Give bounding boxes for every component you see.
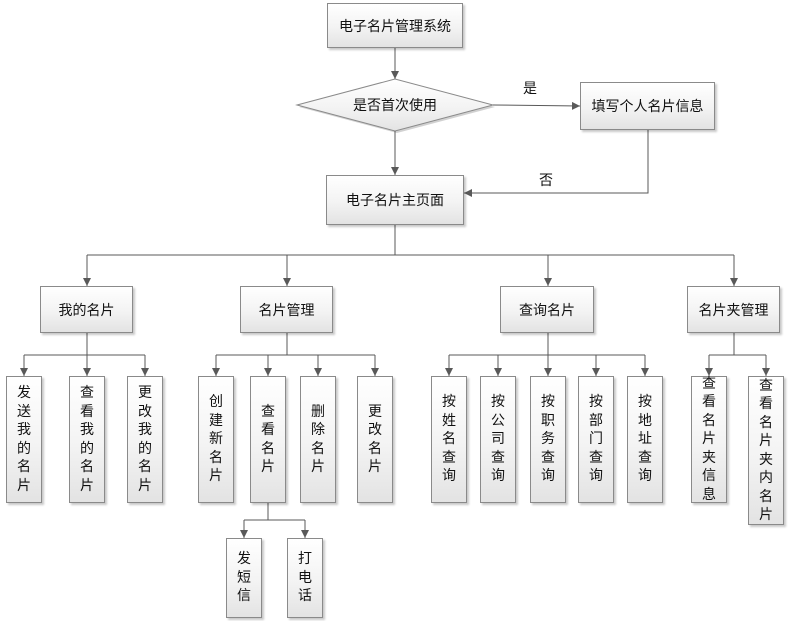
node-label: 名片管理 bbox=[258, 302, 315, 319]
create-card-node: 创建新名片 bbox=[198, 376, 234, 503]
node-label: 按地址查询 bbox=[638, 394, 652, 485]
node-label: 按姓名查询 bbox=[442, 394, 456, 485]
node-label: 打电话 bbox=[298, 551, 312, 605]
node-label: 发送我的名片 bbox=[17, 385, 31, 494]
send-sms-node: 发短信 bbox=[226, 538, 262, 618]
card-query-module: 查询名片 bbox=[500, 286, 594, 333]
yes-branch-label: 是 bbox=[523, 81, 537, 97]
connector-yes-branch bbox=[492, 101, 581, 110]
make-call-node: 打电话 bbox=[287, 538, 323, 618]
query-by-address-node: 按地址查询 bbox=[627, 376, 663, 503]
system-title-node: 电子名片管理系统 bbox=[327, 3, 463, 48]
node-label: 名片夹管理 bbox=[698, 302, 769, 319]
view-card-node: 查看名片 bbox=[250, 376, 286, 503]
card-folder-module: 名片夹管理 bbox=[687, 286, 780, 333]
node-label: 查看名片 bbox=[261, 403, 275, 476]
node-label: 填写个人名片信息 bbox=[591, 99, 704, 115]
connector-fill-info-to-home bbox=[464, 130, 649, 197]
my-card-module: 我的名片 bbox=[40, 286, 133, 333]
card-home-page-node: 电子名片主页面 bbox=[326, 175, 464, 225]
no-branch-label: 否 bbox=[539, 173, 553, 189]
query-by-department-node: 按部门查询 bbox=[578, 376, 614, 503]
fill-personal-card-info-node: 填写个人名片信息 bbox=[580, 82, 715, 130]
query-by-name-node: 按姓名查询 bbox=[431, 376, 467, 503]
view-my-card-node: 查看我的名片 bbox=[69, 376, 105, 503]
node-label: 电子名片管理系统 bbox=[339, 18, 451, 35]
edit-card-node: 更改名片 bbox=[357, 376, 393, 503]
edit-my-card-node: 更改我的名片 bbox=[127, 376, 163, 503]
node-label: 查看我的名片 bbox=[80, 385, 94, 494]
node-label: 按职务查询 bbox=[541, 394, 555, 485]
query-by-company-node: 按公司查询 bbox=[480, 376, 516, 503]
node-label: 按公司查询 bbox=[491, 394, 505, 485]
view-folder-cards-node: 查看名片夹内名片 bbox=[748, 376, 784, 525]
node-label: 查询名片 bbox=[519, 302, 575, 319]
node-label: 我的名片 bbox=[58, 302, 115, 319]
first-use-decision-label: 是否首次使用 bbox=[353, 98, 437, 114]
query-by-position-node: 按职务查询 bbox=[530, 376, 566, 503]
node-label: 创建新名片 bbox=[209, 394, 223, 485]
send-my-card-node: 发送我的名片 bbox=[6, 376, 42, 503]
node-label: 电子名片主页面 bbox=[346, 193, 444, 209]
node-label: 删除名片 bbox=[311, 403, 325, 476]
view-folder-info-node: 查看名片夹信息 bbox=[691, 376, 727, 503]
node-label: 发短信 bbox=[237, 551, 251, 605]
node-label: 查看名片夹内名片 bbox=[759, 377, 773, 524]
node-label: 按部门查询 bbox=[589, 394, 603, 485]
delete-card-node: 删除名片 bbox=[300, 376, 336, 503]
node-label: 查看名片夹信息 bbox=[702, 375, 716, 503]
card-management-module: 名片管理 bbox=[240, 286, 333, 333]
node-label: 更改名片 bbox=[368, 403, 382, 476]
node-label: 更改我的名片 bbox=[138, 385, 152, 494]
